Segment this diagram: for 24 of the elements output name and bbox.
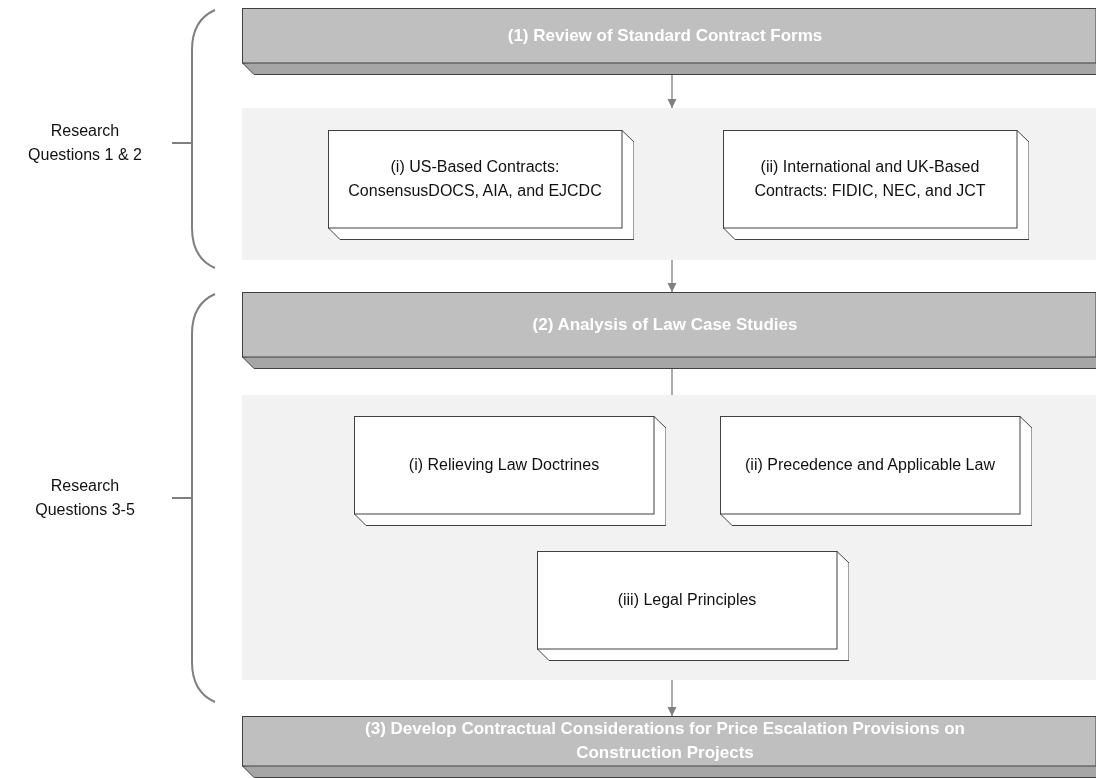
stage-bar bbox=[242, 8, 1096, 75]
group-panel bbox=[242, 395, 1096, 680]
arrow bbox=[667, 679, 677, 717]
side-label: Research Questions 1 & 2 bbox=[27, 121, 143, 165]
topic-box bbox=[328, 130, 634, 240]
stage-title: (3) Develop Contractual Considerations for Price Escalation Provisions on Construction Projects bbox=[364, 718, 966, 764]
connector-line bbox=[671, 368, 673, 396]
stage-title: (2) Analysis of Law Case Studies bbox=[532, 313, 798, 336]
topic-text: (iii) Legal Principles bbox=[617, 590, 757, 610]
topic-box bbox=[723, 130, 1029, 240]
topic-text: (i) US-Based Contracts: ConsensusDOCS, AIA, and EJCDC bbox=[347, 157, 603, 201]
arrow bbox=[667, 74, 677, 109]
topic-box bbox=[537, 551, 849, 661]
topic-box bbox=[354, 416, 666, 526]
group-panel bbox=[242, 108, 1096, 260]
stage-bar bbox=[242, 292, 1096, 369]
topic-text: (ii) International and UK-Based Contracts: FIDIC, NEC, and JCT bbox=[753, 157, 987, 201]
topic-text: (ii) Precedence and Applicable Law bbox=[745, 455, 995, 475]
side-label: Research Questions 3-5 bbox=[34, 476, 136, 520]
topic-box bbox=[720, 416, 1032, 526]
stage-title: (1) Review of Standard Contract Forms bbox=[507, 24, 823, 47]
arrow bbox=[667, 259, 677, 293]
topic-text: (i) Relieving Law Doctrines bbox=[408, 455, 600, 475]
stage-bar bbox=[242, 716, 1096, 778]
